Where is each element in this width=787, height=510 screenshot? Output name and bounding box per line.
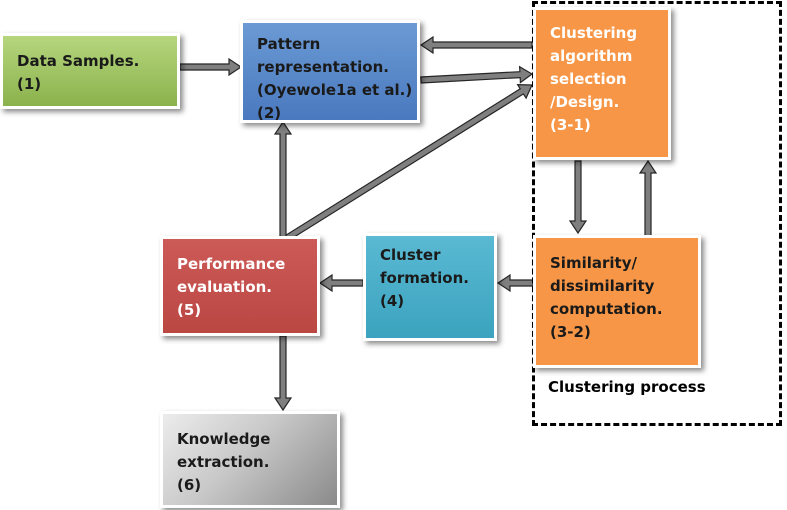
clustering-process-group bbox=[532, 1, 782, 426]
node-text: representation. bbox=[257, 58, 389, 76]
arrow-1-to-2 bbox=[179, 57, 243, 77]
node-text: formation. bbox=[380, 269, 469, 287]
node-text: extraction. bbox=[177, 453, 270, 471]
node-text: dissimilarity bbox=[550, 277, 655, 295]
node-text: (3-1) bbox=[550, 116, 591, 134]
arrow-5-to-6 bbox=[273, 335, 293, 412]
arrow-5-to-2 bbox=[273, 120, 293, 238]
node-text: (2) bbox=[257, 104, 282, 122]
arrow-3-2-to-3-1 bbox=[638, 159, 658, 238]
node-cluster-formation: Cluster formation. (4) bbox=[363, 233, 497, 341]
arrow-2-to-3-1 bbox=[420, 65, 534, 84]
node-text: Cluster bbox=[380, 246, 441, 264]
node-text: (4) bbox=[380, 292, 405, 310]
node-text: (1) bbox=[17, 75, 42, 93]
node-knowledge-extraction: Knowledge extraction. (6) bbox=[160, 411, 340, 508]
node-data-samples: Data Samples. (1) bbox=[0, 33, 180, 109]
arrow-3-2-to-4 bbox=[496, 273, 534, 293]
arrow-5-to-3-1 bbox=[284, 83, 533, 242]
node-text: (Oyewole1a et al.) bbox=[257, 81, 413, 99]
node-text: computation. bbox=[550, 300, 663, 318]
node-text: (5) bbox=[177, 301, 202, 319]
node-text: Performance bbox=[177, 255, 286, 273]
node-similarity-computation: Similarity/ dissimilarity computation. (… bbox=[533, 235, 701, 368]
arrow-3-1-to-2 bbox=[419, 35, 533, 55]
node-performance-evaluation: Performance evaluation. (5) bbox=[160, 236, 320, 336]
node-text: evaluation. bbox=[177, 278, 273, 296]
node-text: Data Samples. bbox=[17, 52, 140, 70]
node-text: (3-2) bbox=[550, 323, 591, 341]
node-text: (6) bbox=[177, 476, 202, 494]
arrow-4-to-5 bbox=[318, 273, 364, 293]
node-clustering-algorithm-selection: Clustering algorithm selection /Design. … bbox=[533, 7, 671, 160]
group-label: Clustering process bbox=[548, 378, 706, 396]
node-pattern-representation: Pattern representation. (Oyewole1a et al… bbox=[240, 20, 420, 123]
node-text: Similarity/ bbox=[550, 254, 637, 272]
node-text: algorithm bbox=[550, 47, 633, 65]
node-text: /Design. bbox=[550, 93, 620, 111]
arrow-3-1-to-3-2 bbox=[568, 160, 588, 235]
node-text: Pattern bbox=[257, 35, 321, 53]
node-text: selection bbox=[550, 70, 627, 88]
node-text: Clustering bbox=[550, 24, 638, 42]
node-text: Knowledge bbox=[177, 430, 271, 448]
